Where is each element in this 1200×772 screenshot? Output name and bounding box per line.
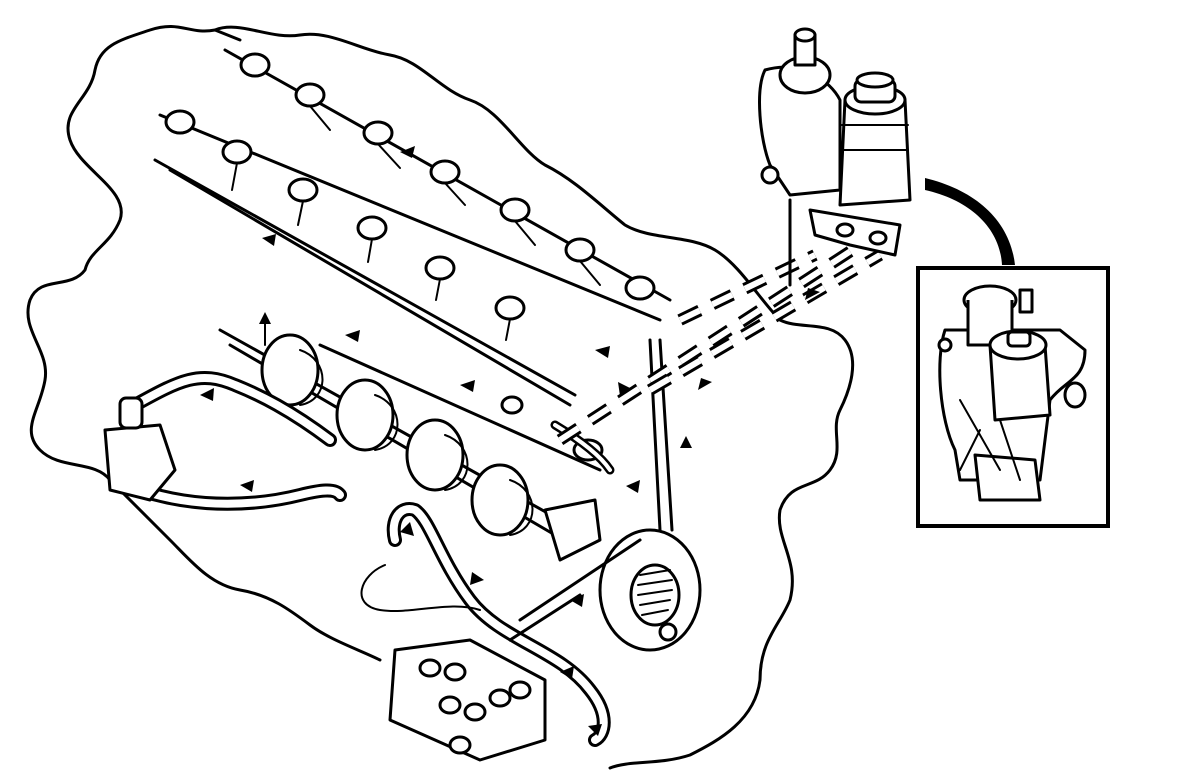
flow-arrow [595, 346, 610, 358]
inset-pointer [925, 178, 1015, 265]
cylinder-head-cam-bearings [153, 28, 672, 407]
intake-runners [218, 312, 602, 537]
oil-filter-inset-panel [916, 266, 1110, 528]
flow-arrow [400, 146, 415, 158]
oil-filter-canister [788, 71, 912, 287]
lower-distribution-block [360, 502, 642, 762]
flow-arrow [262, 234, 276, 246]
left-thermostat-housing [103, 371, 347, 511]
center-fittings [500, 395, 615, 562]
engine-block-outline [26, 25, 855, 770]
expansion-reservoir [758, 27, 842, 197]
dashed-connectors [556, 239, 884, 446]
